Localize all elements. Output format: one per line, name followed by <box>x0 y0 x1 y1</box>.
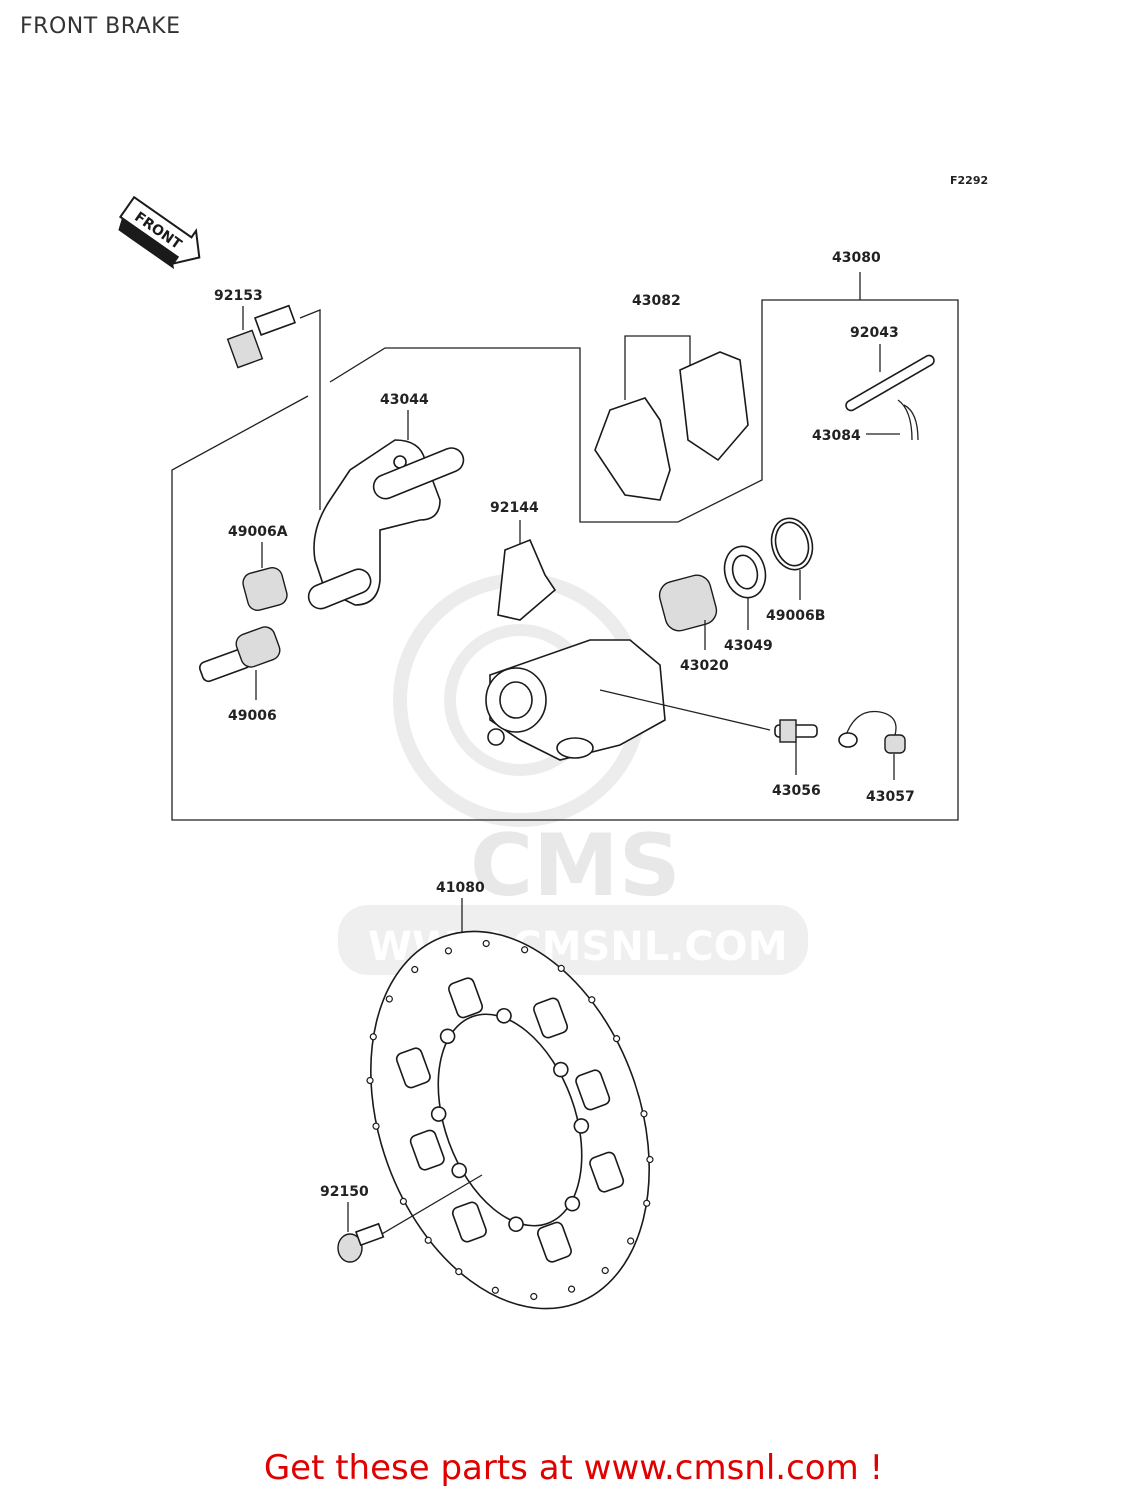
part-label-41080: 41080 <box>436 880 485 896</box>
bleed-cap-43057-icon <box>838 710 906 754</box>
brake-pads-43082-icon <box>594 351 749 501</box>
watermark-brand: CMS <box>470 816 681 916</box>
part-label-49006B: 49006B <box>766 608 825 624</box>
spring-92144-icon <box>497 538 557 621</box>
caliper-assembly-frame <box>171 299 959 821</box>
part-label-43020: 43020 <box>680 658 729 674</box>
part-label-49006: 49006 <box>228 708 277 724</box>
clip-43084-icon <box>897 399 919 441</box>
part-label-43044: 43044 <box>380 392 429 408</box>
part-label-92153: 92153 <box>214 288 263 304</box>
seal-43049-icon <box>723 545 767 599</box>
part-label-43056: 43056 <box>772 783 821 799</box>
bolt-92150-icon <box>337 1222 385 1263</box>
get-parts-link[interactable]: Get these parts at www.cmsnl.com ! <box>263 1448 884 1488</box>
page-title: FRONT BRAKE <box>20 14 181 39</box>
part-label-92144: 92144 <box>490 500 539 516</box>
slide-pin-49006-icon <box>198 626 281 683</box>
pin-92043-icon <box>845 354 935 412</box>
piston-43020-icon <box>658 574 718 632</box>
bracket-43044-icon <box>307 439 465 610</box>
part-label-43080: 43080 <box>832 250 881 266</box>
front-arrow-icon: FRONT <box>118 195 201 270</box>
caliper-body-icon <box>485 639 666 761</box>
part-label-49006A: 49006A <box>228 524 288 540</box>
part-label-92150: 92150 <box>320 1184 369 1200</box>
brake-disc-41080-icon <box>366 930 654 1310</box>
boot-49006A-icon <box>242 567 288 611</box>
part-label-43057: 43057 <box>866 789 915 805</box>
ref-code: F2292 <box>950 174 988 187</box>
part-label-92043: 92043 <box>850 325 899 341</box>
ring-49006B-icon <box>770 517 814 571</box>
part-label-43049: 43049 <box>724 638 773 654</box>
part-label-43082: 43082 <box>632 293 681 309</box>
part-label-43084: 43084 <box>812 428 861 444</box>
bleed-valve-43056-icon <box>774 719 818 743</box>
bolt-92153-icon <box>226 304 297 369</box>
